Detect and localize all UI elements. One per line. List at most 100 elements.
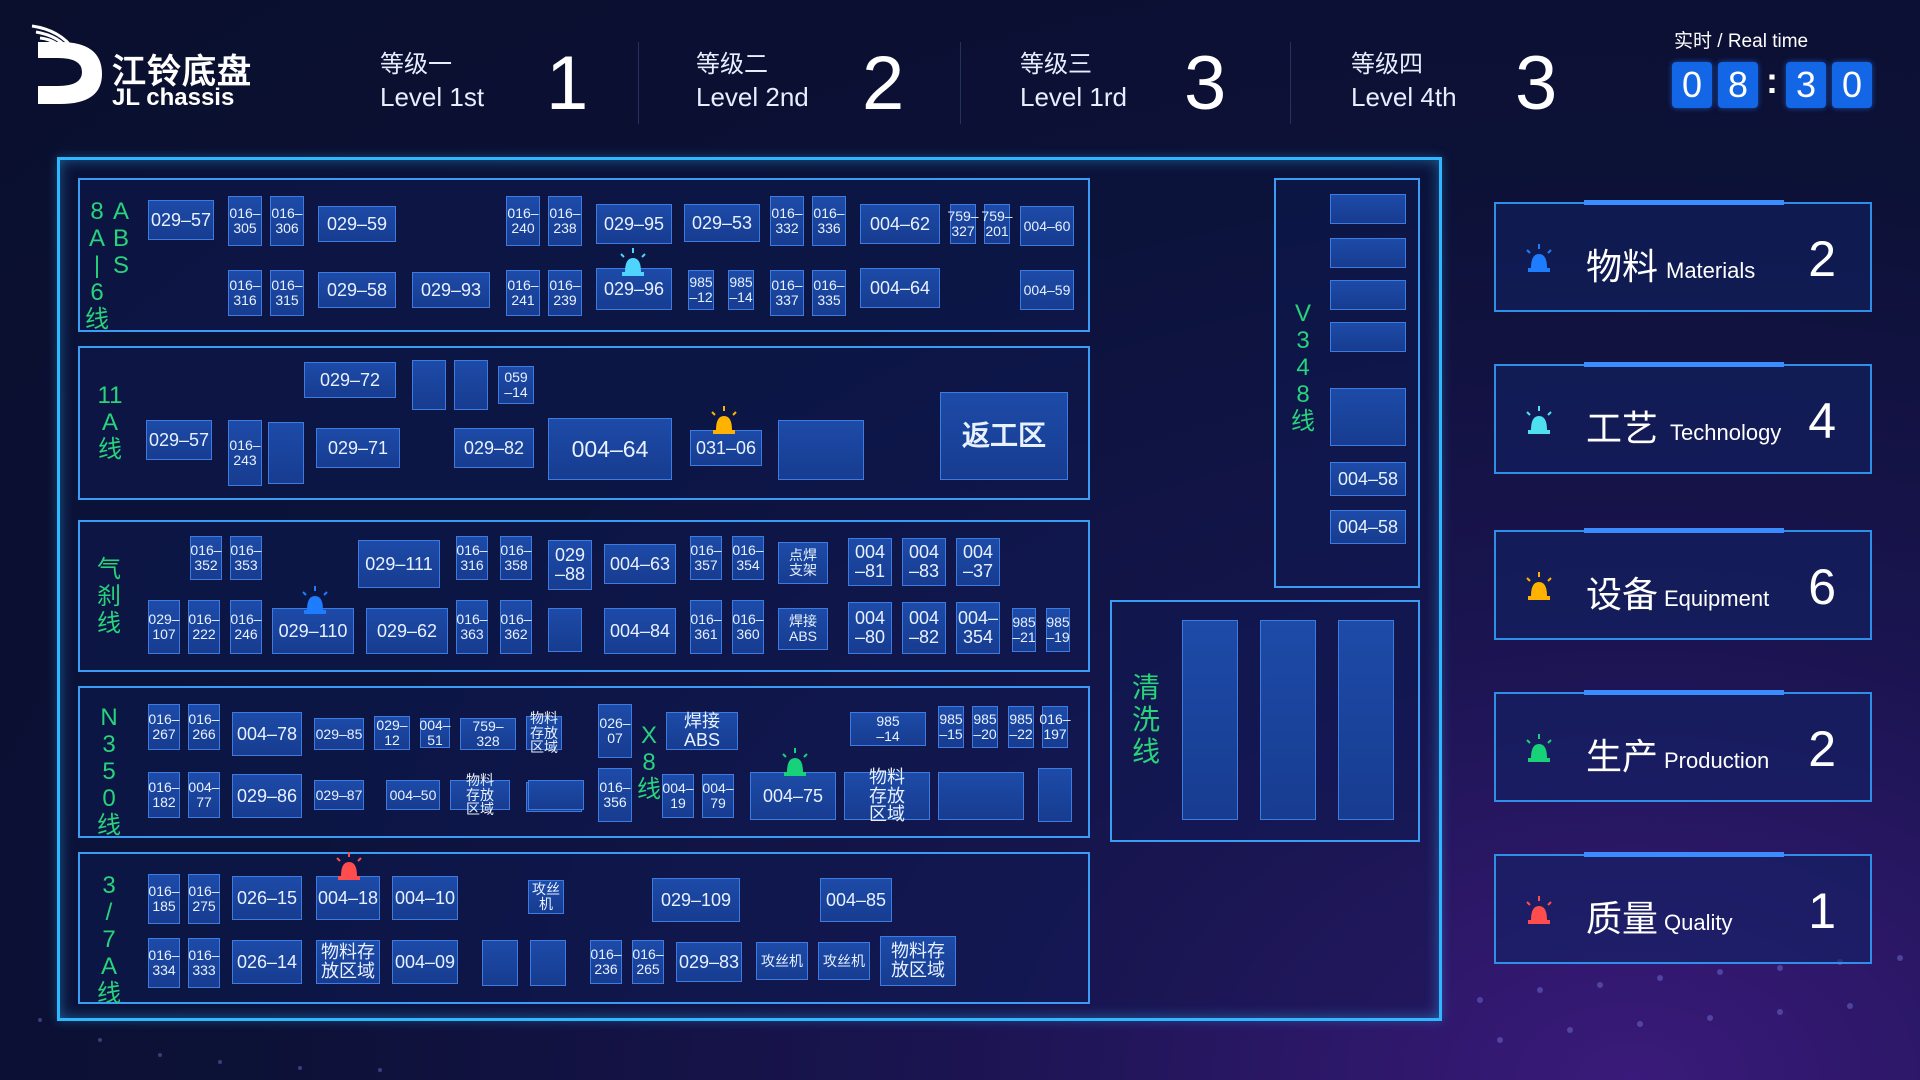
station-r1-14[interactable]: 016– 316 xyxy=(228,270,262,316)
station-r3-10[interactable]: 004 –81 xyxy=(848,538,892,586)
category-card-equipment[interactable]: 设备 Equipment 6 xyxy=(1494,528,1872,640)
station-r2-0[interactable]: 029–72 xyxy=(304,362,396,398)
station-r4-2[interactable]: 004–78 xyxy=(232,712,302,756)
station-r4-4[interactable]: 029– 12 xyxy=(374,716,410,750)
station-r1-4[interactable]: 016– 240 xyxy=(506,196,540,246)
station-r5-14[interactable]: 016– 265 xyxy=(632,940,664,984)
station-r1-7[interactable]: 029–53 xyxy=(684,204,760,242)
station-r3-6[interactable]: 004–63 xyxy=(604,544,676,584)
station-r4-8[interactable]: 026–07 xyxy=(598,704,632,758)
unlabeled-station[interactable] xyxy=(1330,194,1406,224)
station-r3-7[interactable]: 016– 357 xyxy=(690,536,722,580)
station-r1-24[interactable]: 016– 335 xyxy=(812,270,846,316)
station-r4-26[interactable]: 物料 存放 区域 xyxy=(844,767,930,824)
station-r2-3[interactable]: 016– 243 xyxy=(228,420,262,486)
station-r2-2[interactable]: 029–57 xyxy=(146,420,212,460)
station-r3-28[interactable]: 985 –19 xyxy=(1046,608,1070,652)
station-r4-23[interactable]: 004–19 xyxy=(662,774,694,818)
station-r5-5[interactable]: 攻丝 机 xyxy=(528,880,564,914)
unlabeled-station[interactable] xyxy=(1182,620,1238,820)
station-r3-16[interactable]: 029–110 xyxy=(272,608,354,654)
station-r3-20[interactable]: 004–84 xyxy=(604,608,676,654)
station-r4-14[interactable]: 016– 197 xyxy=(1039,706,1071,748)
station-r1-2[interactable]: 016– 306 xyxy=(270,196,304,246)
station-r3-15[interactable]: 016– 246 xyxy=(230,600,262,654)
station-r1-12[interactable]: 759– 201 xyxy=(981,204,1013,244)
station-r4-5[interactable]: 004–51 xyxy=(419,717,451,748)
station-r4-6[interactable]: 759– 328 xyxy=(460,718,516,750)
station-r1-16[interactable]: 029–58 xyxy=(318,272,396,308)
category-card-production[interactable]: 生产 Production 2 xyxy=(1494,690,1872,802)
station-r2-7[interactable]: 031–06 xyxy=(690,430,762,466)
station-r4-16[interactable]: 004–77 xyxy=(188,772,220,818)
station-r3-21[interactable]: 016– 361 xyxy=(690,600,722,654)
station-r3-14[interactable]: 016– 222 xyxy=(188,600,220,654)
unlabeled-station[interactable] xyxy=(1330,388,1406,446)
station-r1-25[interactable]: 004–64 xyxy=(860,268,940,308)
unlabeled-station[interactable] xyxy=(268,422,304,484)
unlabeled-station[interactable] xyxy=(1338,620,1394,820)
alarm-light-yellow-icon[interactable] xyxy=(707,404,741,438)
station-r3-22[interactable]: 016– 360 xyxy=(732,600,764,654)
station-r5-2[interactable]: 026–15 xyxy=(232,876,302,920)
station-r4-22[interactable]: 016– 356 xyxy=(598,768,632,822)
station-r4-15[interactable]: 016– 182 xyxy=(148,772,180,818)
station-r4-1[interactable]: 016– 266 xyxy=(188,704,220,750)
station-r1-21[interactable]: 985 –12 xyxy=(688,270,714,310)
alarm-light-blue-icon[interactable] xyxy=(616,246,650,280)
station-r1-18[interactable]: 016– 241 xyxy=(506,270,540,316)
station-r4-7[interactable]: 物料 存放 区域 xyxy=(526,711,562,755)
station-r4-0[interactable]: 016– 267 xyxy=(148,704,180,750)
station-r3-23[interactable]: 焊接 ABS xyxy=(778,608,828,650)
station-r3-18[interactable]: 016– 363 xyxy=(456,600,488,654)
station-r1-26[interactable]: 004–59 xyxy=(1020,270,1074,310)
station-r1-5[interactable]: 016– 238 xyxy=(548,196,582,246)
station-r5-15[interactable]: 029–83 xyxy=(676,942,742,982)
station-r1-10[interactable]: 004–62 xyxy=(860,204,940,244)
unlabeled-station[interactable] xyxy=(528,780,584,810)
station-r1-0[interactable]: 029–57 xyxy=(148,200,214,240)
station-r1-19[interactable]: 016– 239 xyxy=(548,270,582,316)
station-r4-18[interactable]: 029–87 xyxy=(314,780,364,810)
station-r3-9[interactable]: 点焊 支架 xyxy=(778,542,828,584)
station-r4-17[interactable]: 029–86 xyxy=(232,774,302,818)
station-r1-17[interactable]: 029–93 xyxy=(412,272,490,308)
station-r1-22[interactable]: 985 –14 xyxy=(728,270,754,310)
unlabeled-station[interactable] xyxy=(530,940,566,986)
station-r2-5[interactable]: 029–82 xyxy=(454,428,534,468)
station-r5-6[interactable]: 029–109 xyxy=(652,878,740,922)
station-r5-17[interactable]: 攻丝机 xyxy=(818,942,870,980)
station-r4-12[interactable]: 985 –20 xyxy=(972,706,998,748)
station-r5-18[interactable]: 物料存 放区域 xyxy=(880,936,956,986)
station-r3-11[interactable]: 004 –83 xyxy=(902,538,946,586)
unlabeled-station[interactable] xyxy=(1260,620,1316,820)
category-card-technology[interactable]: 工艺 Technology 4 xyxy=(1494,362,1872,474)
station-r4-19[interactable]: 004–50 xyxy=(386,780,440,810)
unlabeled-station[interactable] xyxy=(548,608,582,652)
unlabeled-station[interactable] xyxy=(482,940,518,986)
station-r4-13[interactable]: 985 –22 xyxy=(1008,706,1034,748)
station-r3-17[interactable]: 029–62 xyxy=(366,608,448,654)
station-r3-19[interactable]: 016– 362 xyxy=(500,600,532,654)
station-r5-4[interactable]: 004–10 xyxy=(392,876,458,920)
rework-area[interactable]: 返工区 xyxy=(940,392,1068,480)
station-r3-25[interactable]: 004 –82 xyxy=(902,602,946,654)
station-r4-10[interactable]: 985 –14 xyxy=(850,712,926,746)
station-r2-4[interactable]: 029–71 xyxy=(316,428,400,468)
station-r5-11[interactable]: 物料存 放区域 xyxy=(316,940,380,984)
station-r1-11[interactable]: 759– 327 xyxy=(947,204,979,244)
category-card-materials[interactable]: 物料 Materials 2 xyxy=(1494,200,1872,312)
station-r1-6[interactable]: 029–95 xyxy=(596,204,672,244)
station-r1-13[interactable]: 004–60 xyxy=(1020,206,1074,246)
station-r5-10[interactable]: 026–14 xyxy=(232,940,302,984)
category-card-quality[interactable]: 质量 Quality 1 xyxy=(1494,852,1872,964)
station-r3-12[interactable]: 004 –37 xyxy=(956,538,1000,586)
station-r3-1[interactable]: 016– 353 xyxy=(230,536,262,580)
unlabeled-station[interactable] xyxy=(454,360,488,410)
station-r5-7[interactable]: 004–85 xyxy=(820,878,892,922)
station-v348-0[interactable]: 004–58 xyxy=(1330,462,1406,496)
station-r3-8[interactable]: 016– 354 xyxy=(732,536,764,580)
station-r3-2[interactable]: 029–111 xyxy=(358,540,440,588)
station-r1-9[interactable]: 016– 336 xyxy=(812,196,846,246)
alarm-light-blue-icon[interactable] xyxy=(298,584,332,618)
